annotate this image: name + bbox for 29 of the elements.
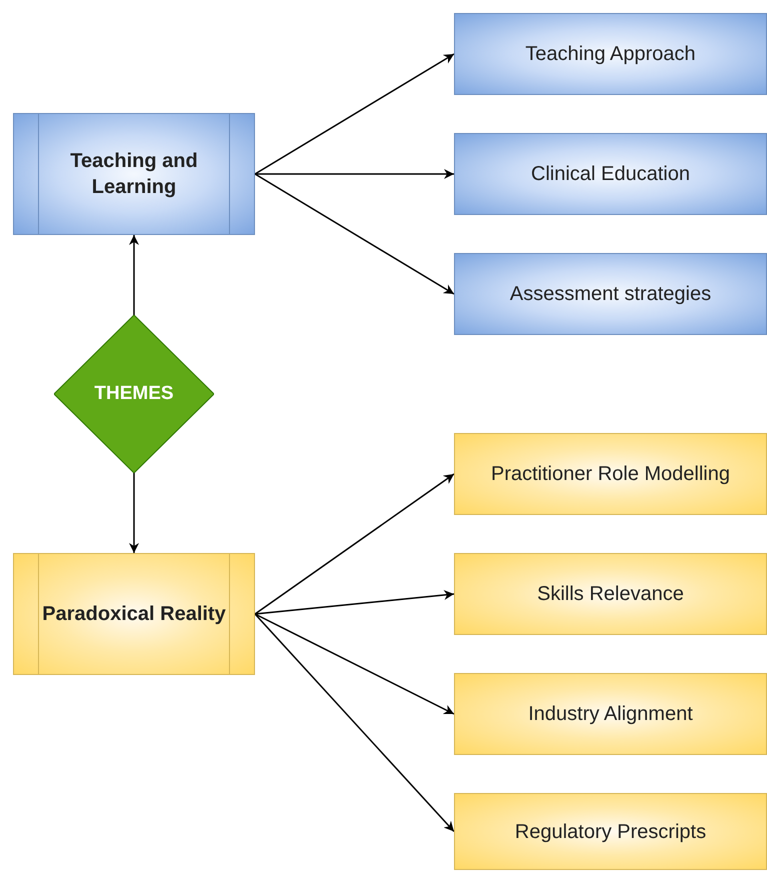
arrow — [254, 590, 454, 615]
arrow — [129, 473, 139, 553]
process-box — [454, 553, 767, 635]
arrow — [254, 613, 454, 715]
node-label: Regulatory Prescripts — [514, 820, 706, 844]
arrow — [255, 169, 454, 179]
process-box — [13, 113, 255, 235]
node-label: Teaching and Learning — [69, 149, 199, 200]
process-box — [454, 133, 767, 215]
process-box — [454, 793, 767, 870]
decision-diamond — [54, 315, 214, 473]
node-label: THEMES — [94, 382, 174, 406]
node-label: Clinical Education — [531, 162, 690, 187]
arrow — [254, 473, 454, 615]
process-box — [454, 433, 767, 515]
node-label: Skills Relevance — [537, 582, 684, 607]
process-box — [454, 253, 767, 335]
arrow — [129, 235, 139, 315]
process-box — [454, 13, 767, 95]
arrow — [254, 614, 455, 832]
arrow — [254, 173, 454, 295]
node-label: Practitioner Role Modelling — [490, 462, 730, 487]
node-label: Paradoxical Reality — [41, 602, 227, 627]
node-label: Teaching Approach — [525, 42, 696, 67]
process-box — [454, 673, 767, 755]
node-label: Assessment strategies — [510, 282, 712, 307]
process-box — [13, 553, 255, 675]
node-label: Industry Alignment — [528, 702, 693, 727]
arrow — [254, 53, 454, 175]
